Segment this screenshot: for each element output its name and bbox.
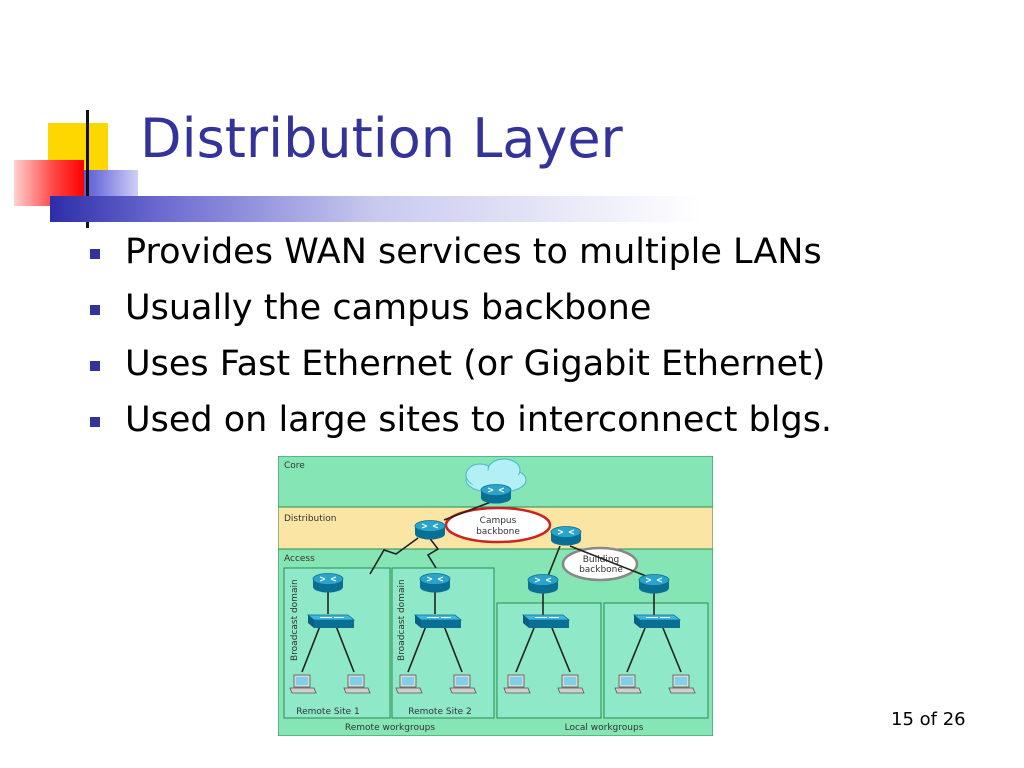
bullet-text: Used on large sites to interconnect blgs…: [125, 400, 833, 440]
remote-site-2-label: Remote Site 2: [408, 707, 471, 717]
bullet-item: Used on large sites to interconnect blgs…: [88, 397, 832, 453]
bullet-item: Usually the campus backbone: [88, 285, 832, 341]
bullet-square-icon: [90, 305, 100, 315]
router-icon: [414, 519, 446, 541]
router-icon: [527, 573, 559, 595]
switch-icon: [633, 614, 681, 629]
router-icon: [638, 573, 670, 595]
router-icon: [312, 572, 344, 594]
network-hierarchy-diagram: Core Distribution Access Campus backbone…: [278, 456, 713, 736]
router-icon: [480, 483, 512, 505]
switch-icon: [522, 614, 570, 629]
building-backbone-label-1: Building: [583, 555, 620, 565]
core-label: Core: [284, 461, 305, 471]
title-rule: [50, 196, 980, 222]
page-number: 15 of 26: [891, 709, 966, 730]
access-label: Access: [284, 554, 315, 564]
building-backbone-label-2: backbone: [579, 565, 623, 575]
remote-site-1-label: Remote Site 1: [296, 707, 359, 717]
bullet-text: Provides WAN services to multiple LANs: [125, 232, 822, 272]
building-backbone-ring: [561, 546, 639, 582]
bullet-square-icon: [90, 417, 100, 427]
local-site-2-box: [603, 602, 709, 719]
campus-backbone-label-1: Campus: [480, 516, 517, 526]
vertical-line: [86, 110, 89, 228]
broadcast-domain-label-1: Broadcast domain: [290, 579, 300, 661]
switch-icon: [307, 614, 355, 629]
router-icon: [550, 525, 582, 547]
campus-backbone-ring: [444, 506, 552, 544]
bullet-text: Usually the campus backbone: [125, 288, 652, 328]
campus-backbone-label-2: backbone: [476, 527, 520, 537]
slide-title: Distribution Layer: [140, 107, 623, 170]
bullet-text: Uses Fast Ethernet (or Gigabit Ethernet): [125, 344, 826, 384]
router-icon: [419, 572, 451, 594]
broadcast-domain-label-2: Broadcast domain: [397, 579, 407, 661]
cloud-icon: [465, 458, 527, 494]
bullet-square-icon: [90, 249, 100, 259]
bullet-item: Uses Fast Ethernet (or Gigabit Ethernet): [88, 341, 832, 397]
local-workgroups-label: Local workgroups: [565, 723, 644, 733]
bullet-item: Provides WAN services to multiple LANs: [88, 229, 832, 285]
bullet-square-icon: [90, 361, 100, 371]
switch-icon: [414, 614, 462, 629]
distribution-label: Distribution: [284, 514, 337, 524]
remote-workgroups-label: Remote workgroups: [345, 723, 436, 733]
bullet-list: Provides WAN services to multiple LANs U…: [88, 229, 832, 453]
